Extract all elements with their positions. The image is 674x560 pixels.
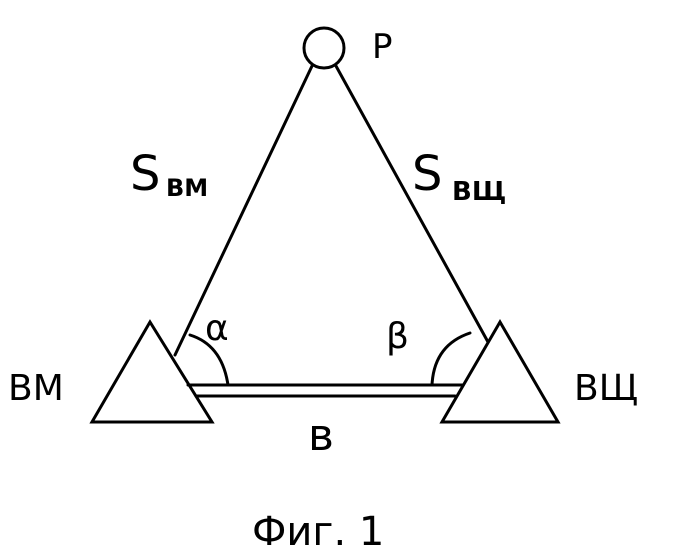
- figure-caption: Фиг. 1: [252, 509, 384, 555]
- station-right-label: ВЩ: [574, 368, 638, 409]
- side-s-vm-line: [175, 66, 312, 355]
- base-label: в: [308, 410, 334, 461]
- angle-beta-label: β: [386, 316, 409, 357]
- side-left-label: S: [130, 146, 160, 202]
- side-left-subscript: ВМ: [166, 174, 208, 202]
- station-left-label: ВМ: [8, 368, 64, 409]
- angle-beta-arc: [432, 333, 470, 385]
- point-p-label: Р: [372, 27, 393, 67]
- side-right-subscript: ВЩ: [452, 177, 506, 207]
- point-p-circle: [304, 28, 344, 68]
- angle-alpha-label: α: [205, 308, 229, 349]
- side-right-label: S: [412, 146, 442, 202]
